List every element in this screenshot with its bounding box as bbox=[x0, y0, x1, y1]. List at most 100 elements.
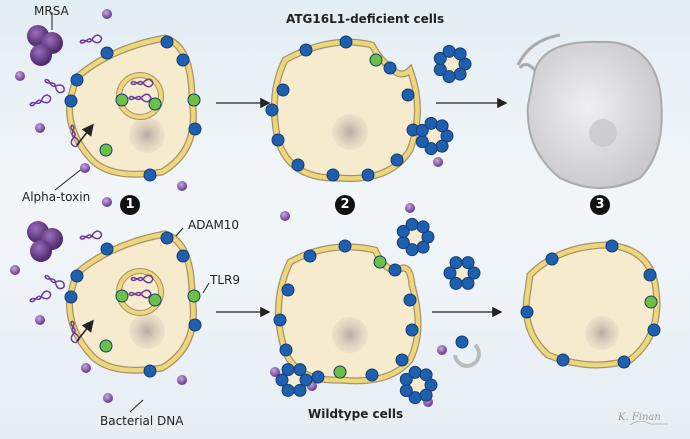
adam10-receptor bbox=[403, 293, 417, 307]
alpha-toxin bbox=[270, 367, 280, 377]
mrsa-bacterium bbox=[30, 44, 52, 66]
adam10-receptor bbox=[275, 373, 289, 387]
adam10-receptor bbox=[271, 133, 285, 147]
nucleus bbox=[585, 316, 619, 350]
alpha-toxin bbox=[177, 181, 187, 191]
alpha-toxin bbox=[10, 265, 20, 275]
mrsa-label: MRSA bbox=[34, 4, 69, 18]
adam10-receptor bbox=[647, 323, 661, 337]
dna-strand bbox=[70, 124, 77, 148]
bacterial-dna bbox=[29, 94, 52, 107]
mrsa-bacterium bbox=[30, 240, 52, 262]
wildtype-cell-step2 bbox=[273, 239, 422, 385]
adam10-receptor bbox=[293, 383, 307, 397]
top-title: ATG16L1-deficient cells bbox=[286, 12, 445, 26]
tlr9-receptor bbox=[187, 93, 201, 107]
step-3-badge: 3 bbox=[590, 195, 610, 215]
adam10-receptor bbox=[399, 384, 413, 398]
tlr9-receptor bbox=[373, 255, 387, 269]
adam10-receptor bbox=[281, 383, 295, 397]
alpha-toxin bbox=[103, 393, 113, 403]
tlr9-receptor bbox=[148, 293, 162, 307]
adam10-receptor bbox=[424, 116, 438, 130]
adam10-receptor bbox=[408, 391, 422, 405]
adam10-receptor bbox=[419, 368, 433, 382]
dna-strand bbox=[128, 95, 152, 103]
alpha-toxin bbox=[35, 123, 45, 133]
adam10-receptor bbox=[64, 290, 78, 304]
adam10-receptor bbox=[64, 94, 78, 108]
adam10-receptor bbox=[401, 88, 415, 102]
adam10-receptor bbox=[419, 388, 433, 402]
tlr9-label: TLR9 bbox=[210, 273, 240, 287]
bacterial-dna bbox=[79, 230, 103, 240]
alpha-toxin bbox=[437, 345, 447, 355]
adam10-receptor bbox=[365, 368, 379, 382]
adam10-receptor bbox=[265, 103, 279, 117]
bacterial-dna bbox=[79, 34, 103, 44]
shed-vesicle bbox=[399, 365, 438, 405]
tlr9-receptor bbox=[99, 143, 113, 157]
dna-strand bbox=[128, 291, 152, 299]
dna-strand bbox=[79, 233, 103, 240]
dna-strand bbox=[130, 276, 154, 284]
adam10-receptor bbox=[520, 305, 534, 319]
bacterial-dna bbox=[29, 290, 52, 303]
adam10-receptor bbox=[408, 365, 422, 379]
tlr9-receptor bbox=[369, 53, 383, 67]
adam10-receptor bbox=[143, 168, 157, 182]
adam10-receptor bbox=[299, 43, 313, 57]
adam10-receptor bbox=[281, 363, 295, 377]
adam10-receptor bbox=[176, 249, 190, 263]
adam10-receptor bbox=[617, 355, 631, 369]
adam10-receptor bbox=[291, 158, 305, 172]
torn-membrane bbox=[516, 33, 561, 72]
adam10-receptor bbox=[643, 268, 657, 282]
step-1-badge: 1 bbox=[120, 195, 140, 215]
adam10-receptor bbox=[442, 70, 456, 84]
adam10-receptor bbox=[433, 51, 447, 65]
alpha-toxin bbox=[35, 315, 45, 325]
adam10-receptor bbox=[405, 217, 419, 231]
tlr9-receptor bbox=[187, 289, 201, 303]
adam10-receptor bbox=[605, 239, 619, 253]
adam10-receptor bbox=[399, 372, 413, 386]
dna-strand bbox=[44, 275, 65, 290]
wildtype-cell-step3 bbox=[520, 239, 661, 369]
bacterial-dna bbox=[130, 78, 154, 88]
adam10-receptor bbox=[461, 276, 475, 290]
dna-strand bbox=[29, 97, 52, 107]
dna-strand bbox=[130, 80, 154, 88]
dna-strand bbox=[70, 320, 77, 344]
nucleus bbox=[332, 114, 368, 150]
adam10-receptor bbox=[415, 123, 429, 137]
adam10-receptor bbox=[188, 318, 202, 332]
bacterial-dna bbox=[128, 93, 152, 103]
alpha-toxin bbox=[15, 71, 25, 81]
adam10-receptor bbox=[449, 256, 463, 270]
adam10-receptor bbox=[405, 323, 419, 337]
nucleus bbox=[129, 313, 165, 349]
bacterial-dna bbox=[128, 289, 152, 299]
alpha-toxin bbox=[280, 211, 290, 221]
adam10-receptor bbox=[416, 240, 430, 254]
signature-flourish bbox=[629, 420, 668, 426]
shed-vesicle bbox=[443, 256, 481, 290]
deficient-cell-step2 bbox=[265, 35, 421, 182]
broken-vesicle bbox=[453, 343, 481, 368]
adam10-receptor bbox=[303, 249, 317, 263]
adam10-receptor bbox=[442, 44, 456, 58]
entry-arrow bbox=[76, 319, 94, 342]
dna-strand bbox=[29, 293, 52, 303]
wildtype-infected-cell bbox=[27, 221, 202, 378]
adam10-receptor bbox=[160, 231, 174, 245]
adam10-receptor bbox=[435, 139, 449, 153]
adam10-receptor bbox=[556, 353, 570, 367]
adam10-receptor bbox=[424, 142, 438, 156]
adam10-receptor bbox=[455, 335, 469, 349]
adam10-receptor bbox=[299, 373, 313, 387]
adam10-receptor bbox=[281, 283, 295, 297]
adam10-receptor bbox=[311, 370, 325, 384]
adam10-leader bbox=[175, 227, 184, 237]
